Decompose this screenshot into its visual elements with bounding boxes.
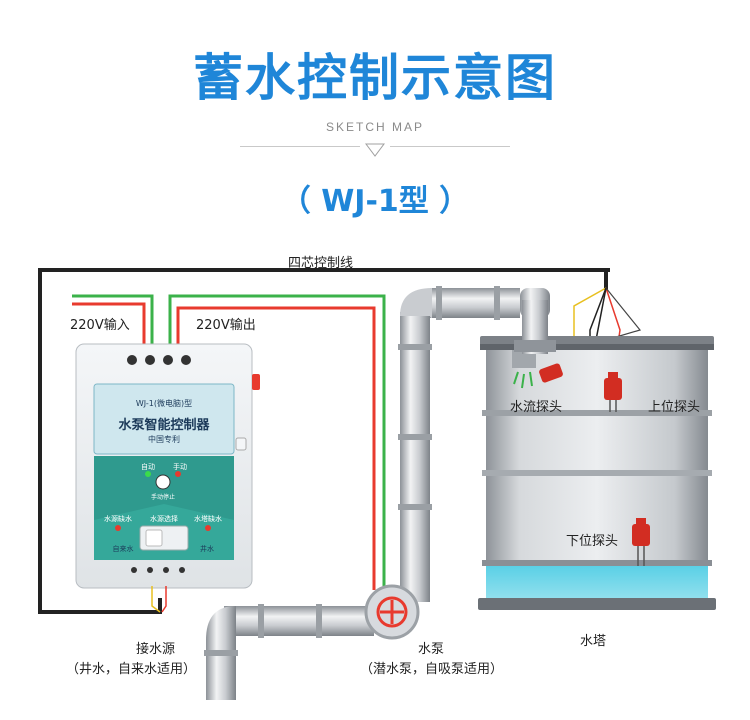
tower-low-indicator-label: 水塔缺水 xyxy=(194,515,222,523)
output-220v-label: 220V输出 xyxy=(196,318,256,333)
subtitle-divider-left xyxy=(240,146,360,147)
upper-probe-plug xyxy=(604,372,622,412)
water-tower xyxy=(478,336,716,610)
input-220v-label: 220V输入 xyxy=(70,318,130,333)
tower-label: 水塔 xyxy=(580,634,607,649)
sensor-wire-4 xyxy=(605,287,642,341)
output-wire-red xyxy=(176,306,376,590)
subtitle-divider-right xyxy=(390,146,510,147)
flow-probe-nozzle xyxy=(512,350,536,389)
mode-auto-label: 自动 xyxy=(141,463,155,471)
source-select-label: 水源选择 xyxy=(150,515,178,523)
mode-manual-label: 手动 xyxy=(173,463,187,471)
source-low-indicator-label: 水源缺水 xyxy=(104,515,132,523)
pipe-system xyxy=(204,286,556,700)
page-title: 蓄水控制示意图 xyxy=(193,49,557,107)
four-core-wire xyxy=(38,268,610,614)
water-source-note: （井水，自来水适用） xyxy=(66,662,197,677)
tap-water-button-label: 自来水 xyxy=(112,545,134,553)
lower-probe-plug xyxy=(632,518,650,566)
input-wire-red xyxy=(72,302,146,350)
device-model-line: WJ-1(微电脑)型 xyxy=(135,399,193,408)
controller-device xyxy=(75,343,260,589)
four-core-wire-label: 四芯控制线 xyxy=(288,256,354,271)
flow-probe-label: 水流探头 xyxy=(510,400,563,415)
flow-probe-plug xyxy=(539,363,563,383)
lower-probe-label: 下位探头 xyxy=(566,534,619,549)
model-label: （ WJ-1型 ） xyxy=(280,184,470,219)
pump xyxy=(364,584,420,640)
device-patent: 中国专利 xyxy=(148,435,180,444)
pump-note: （潜水泵，自吸泵适用） xyxy=(360,662,504,677)
subtitle: SKETCH MAP xyxy=(325,120,424,134)
well-water-button-label: 井水 xyxy=(200,545,214,553)
manual-stop-label: 手动停止 xyxy=(150,494,175,501)
upper-probe-label: 上位探头 xyxy=(648,400,701,415)
device-name: 水泵智能控制器 xyxy=(118,418,210,433)
input-wire-green xyxy=(72,294,154,350)
output-wire-green xyxy=(168,294,386,590)
water-source-label: 接水源 xyxy=(136,642,176,657)
pump-label: 水泵 xyxy=(418,642,445,657)
